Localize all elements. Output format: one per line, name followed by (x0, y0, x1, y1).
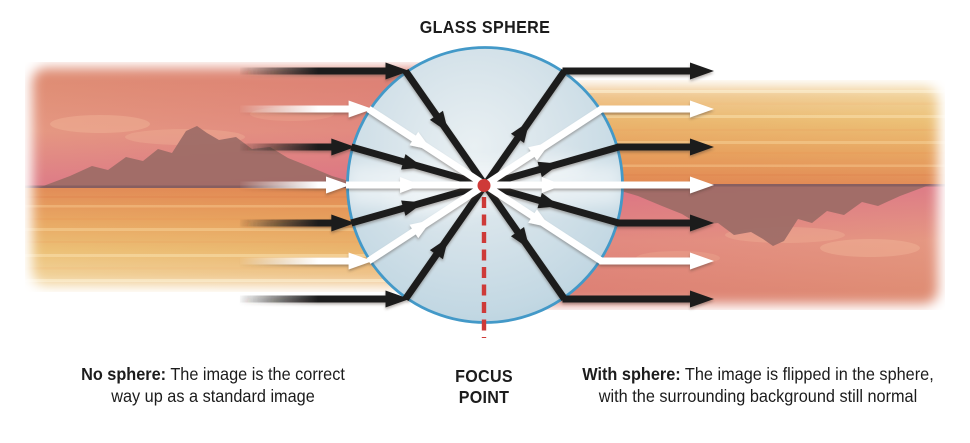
focus-label-line1: FOCUS (455, 366, 513, 386)
caption-left-line1: No sphere: The image is the correct (64, 363, 362, 385)
ray-right-arrowhead (690, 62, 714, 80)
ray-inner-arrowhead (429, 237, 449, 260)
ray-right-arrowhead (690, 252, 714, 270)
ray-inner-arrowhead (510, 121, 530, 143)
caption-right-rest: The image is flipped in the sphere, (680, 364, 934, 384)
caption-right-line2: with the surrounding background still no… (598, 386, 918, 406)
ray-inner-arrowhead (537, 192, 560, 209)
ray-inner-arrowhead (541, 177, 563, 193)
caption-right-lead: With sphere: (582, 364, 681, 384)
ray-left-arrowhead (385, 290, 410, 308)
ray-left-arrowhead (326, 176, 350, 194)
ray-left-arrowhead (385, 62, 410, 80)
ray-right-arrowhead (690, 100, 714, 118)
focus-point-dot (477, 179, 491, 192)
ray-inner-arrowhead (409, 131, 432, 151)
caption-left-line2: way up as a standard image (111, 386, 315, 406)
focus-point-label: FOCUS POINT (455, 366, 513, 408)
caption-with-sphere: With sphere: The image is flipped in the… (558, 363, 958, 407)
focus-label-line2: POINT (458, 387, 510, 407)
caption-left-rest: The image is the correct (166, 364, 345, 384)
ray-right-arrowhead (690, 138, 714, 156)
caption-left-lead: No sphere: (81, 364, 167, 384)
ray-inner-arrowhead (537, 161, 560, 178)
ray-inner-arrowhead (400, 177, 422, 193)
ray-inner-arrowhead (401, 154, 424, 170)
caption-right-line1: With sphere: The image is flipped in the… (558, 363, 958, 385)
ray-inner-arrowhead (409, 219, 432, 239)
ray-inner-arrowhead (528, 209, 551, 228)
ray-right-arrowhead (690, 176, 714, 194)
ray-left-arrowhead (348, 100, 373, 118)
ray-inner-arrowhead (401, 200, 424, 216)
ray-inner-arrowhead (429, 110, 449, 133)
ray-right-arrowhead (690, 214, 714, 232)
white-light-rays (240, 100, 714, 270)
caption-no-sphere: No sphere: The image is the correct way … (64, 363, 362, 407)
ray-left-arrowhead (331, 214, 356, 232)
diagram-title: GLASS SPHERE (419, 17, 551, 37)
ray-inner-arrowhead (528, 142, 551, 161)
ray-left-arrowhead (331, 138, 356, 156)
ray-inner-arrowhead (510, 227, 530, 249)
ray-right-arrowhead (690, 290, 714, 308)
ray-left-arrowhead (348, 252, 373, 270)
